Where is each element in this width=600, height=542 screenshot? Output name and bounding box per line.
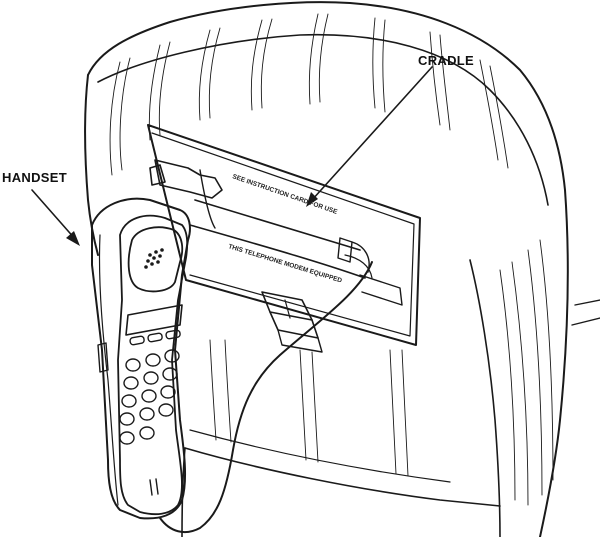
speaker-grille: [144, 248, 164, 269]
modem-text: THIS TELEPHONE MODEM EQUIPPED: [227, 243, 343, 284]
cradle-arrowhead: [306, 192, 318, 207]
earpiece: [127, 226, 184, 293]
handset-leader: [31, 189, 77, 241]
keypad: [119, 349, 180, 445]
display-window: [125, 304, 183, 336]
phone-panel: [147, 124, 421, 346]
cradle: [149, 159, 403, 306]
cradle-leader: [311, 66, 433, 201]
side-button: [97, 342, 109, 373]
function-keys: [129, 329, 181, 346]
mouthpiece: [149, 478, 159, 496]
cradle-label: CRADLE: [418, 53, 474, 68]
latch: [261, 291, 323, 353]
handset: [91, 197, 191, 520]
handset-label: HANDSET: [2, 170, 67, 185]
handset-cord: [159, 261, 373, 534]
callout-arrows: [31, 66, 433, 241]
handset-arrowhead: [66, 231, 80, 246]
